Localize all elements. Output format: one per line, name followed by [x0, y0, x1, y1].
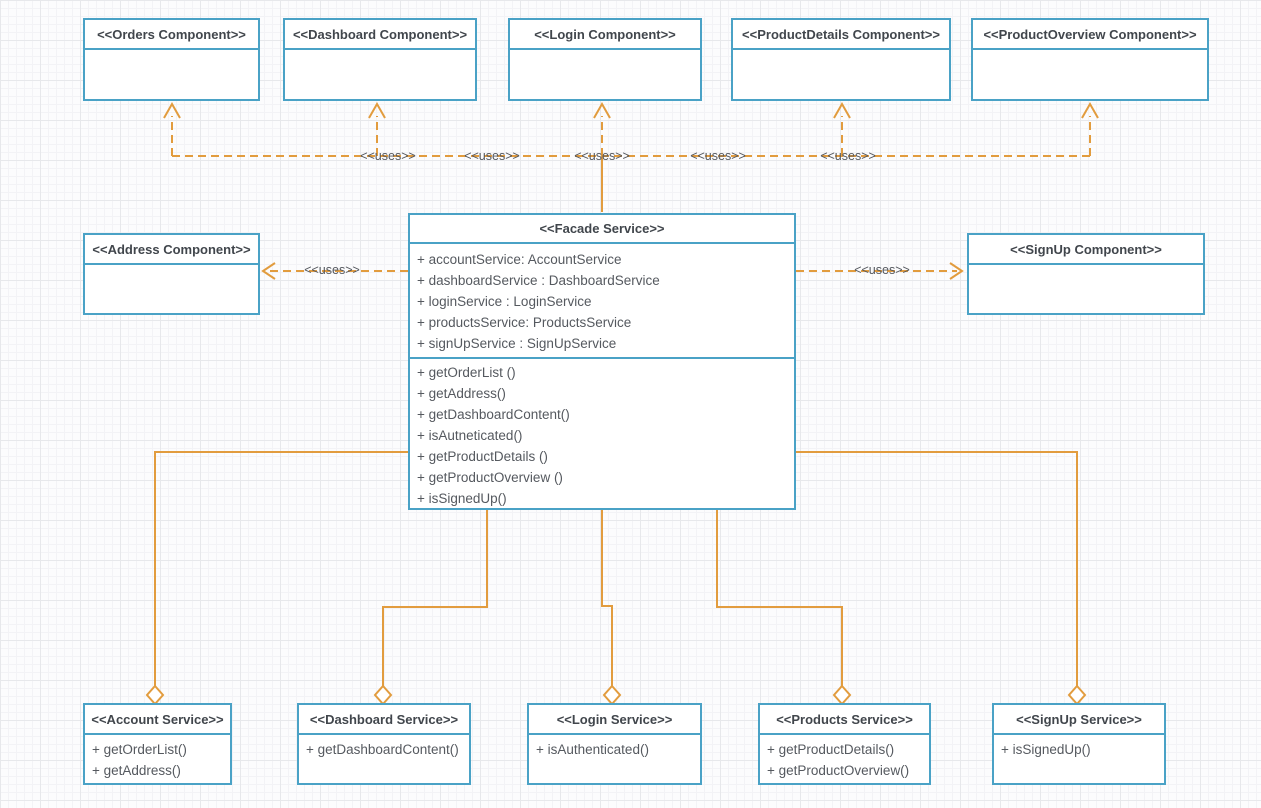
uses-label: <<uses>>: [464, 149, 520, 163]
uses-arrowhead-right: [949, 262, 964, 280]
method-line: + getProductOverview (): [417, 470, 563, 485]
orders-component-node[interactable]: <<Orders Component>>: [83, 18, 260, 101]
method-line: + isSignedUp(): [1001, 742, 1091, 757]
method-line: + getOrderList (): [417, 365, 516, 380]
class-title: <<Products Service>>: [760, 705, 929, 735]
class-body: [733, 50, 949, 99]
method-line: + isAuthenticated(): [536, 742, 649, 757]
class-body: + getOrderList() + getAddress(): [85, 735, 230, 783]
account-service-node[interactable]: <<Account Service>> + getOrderList() + g…: [83, 703, 232, 785]
attribute-line: + signUpService : SignUpService: [417, 336, 617, 351]
uses-label: <<uses>>: [854, 263, 910, 277]
method-line: + getDashboardContent(): [306, 742, 459, 757]
method-line: + getDashboardContent(): [417, 407, 570, 422]
class-title: <<ProductDetails Component>>: [733, 20, 949, 50]
uses-label: <<uses>>: [360, 149, 416, 163]
method-line: + getAddress(): [92, 763, 181, 778]
class-title: <<SignUp Component>>: [969, 235, 1203, 265]
class-body: + isAuthenticated(): [529, 735, 700, 783]
address-component-node[interactable]: <<Address Component>>: [83, 233, 260, 315]
aggregation-diamond: [373, 684, 393, 706]
class-title: <<Dashboard Component>>: [285, 20, 475, 50]
class-title: <<Login Service>>: [529, 705, 700, 735]
dashboard-service-node[interactable]: <<Dashboard Service>> + getDashboardCont…: [297, 703, 471, 785]
class-title: <<Login Component>>: [510, 20, 700, 50]
class-body: [285, 50, 475, 99]
dashboard-component-node[interactable]: <<Dashboard Component>>: [283, 18, 477, 101]
method-line: + isSignedUp(): [417, 491, 507, 506]
method-line: + getOrderList(): [92, 742, 187, 757]
aggregation-diamond: [832, 684, 852, 706]
class-body: [510, 50, 700, 99]
uses-edge-bus[interactable]: [171, 116, 1091, 157]
class-title: <<Orders Component>>: [85, 20, 258, 50]
class-body: [85, 265, 258, 313]
class-title: <<Facade Service>>: [410, 215, 794, 244]
aggregation-diamond: [145, 684, 165, 706]
aggregation-diamond: [1067, 684, 1087, 706]
login-service-node[interactable]: <<Login Service>> + isAuthenticated(): [527, 703, 702, 785]
class-body: + getDashboardContent(): [299, 735, 469, 783]
method-line: + getProductDetails (): [417, 449, 548, 464]
uses-label: <<uses>>: [690, 149, 746, 163]
attribute-line: + loginService : LoginService: [417, 294, 592, 309]
signup-component-node[interactable]: <<SignUp Component>>: [967, 233, 1205, 315]
attribute-line: + accountService: AccountService: [417, 252, 622, 267]
facade-methods-section: + getOrderList () + getAddress() + getDa…: [410, 359, 794, 508]
class-body: [973, 50, 1207, 99]
aggregation-edge-account-service[interactable]: [145, 451, 408, 706]
class-body: + getProductDetails() + getProductOvervi…: [760, 735, 929, 783]
class-title: <<Dashboard Service>>: [299, 705, 469, 735]
uses-label: <<uses>>: [820, 149, 876, 163]
class-title: <<Account Service>>: [85, 705, 230, 735]
method-line: + getAddress(): [417, 386, 506, 401]
class-title: <<SignUp Service>>: [994, 705, 1164, 735]
signup-service-node[interactable]: <<SignUp Service>> + isSignedUp(): [992, 703, 1166, 785]
class-title: <<Address Component>>: [85, 235, 258, 265]
uses-arrowhead-left: [261, 262, 276, 280]
method-line: + getProductOverview(): [767, 763, 910, 778]
uses-edge-signup[interactable]: [796, 262, 964, 280]
aggregation-edge-signup-service[interactable]: [796, 451, 1087, 706]
class-body: + isSignedUp(): [994, 735, 1164, 783]
productoverview-component-node[interactable]: <<ProductOverview Component>>: [971, 18, 1209, 101]
uses-label: <<uses>>: [304, 263, 360, 277]
aggregation-diamond: [602, 684, 622, 706]
aggregation-edge-products-service[interactable]: [716, 510, 852, 706]
method-line: + getProductDetails(): [767, 742, 895, 757]
class-body: [969, 265, 1203, 313]
products-service-node[interactable]: <<Products Service>> + getProductDetails…: [758, 703, 931, 785]
uses-arrowhead-up: [163, 101, 1099, 119]
uses-edge-address[interactable]: [261, 262, 408, 280]
aggregation-edge-login-service[interactable]: [601, 510, 622, 706]
aggregation-edge-dashboard-service[interactable]: [373, 510, 488, 706]
attribute-line: + productsService: ProductsService: [417, 315, 632, 330]
class-body: [85, 50, 258, 99]
login-component-node[interactable]: <<Login Component>>: [508, 18, 702, 101]
method-line: + isAutneticated(): [417, 428, 523, 443]
class-title: <<ProductOverview Component>>: [973, 20, 1207, 50]
productdetails-component-node[interactable]: <<ProductDetails Component>>: [731, 18, 951, 101]
facade-attributes-section: + accountService: AccountService + dashb…: [410, 244, 794, 359]
attribute-line: + dashboardService : DashboardService: [417, 273, 660, 288]
uses-label: <<uses>>: [574, 149, 630, 163]
facade-service-node[interactable]: <<Facade Service>> + accountService: Acc…: [408, 213, 796, 510]
